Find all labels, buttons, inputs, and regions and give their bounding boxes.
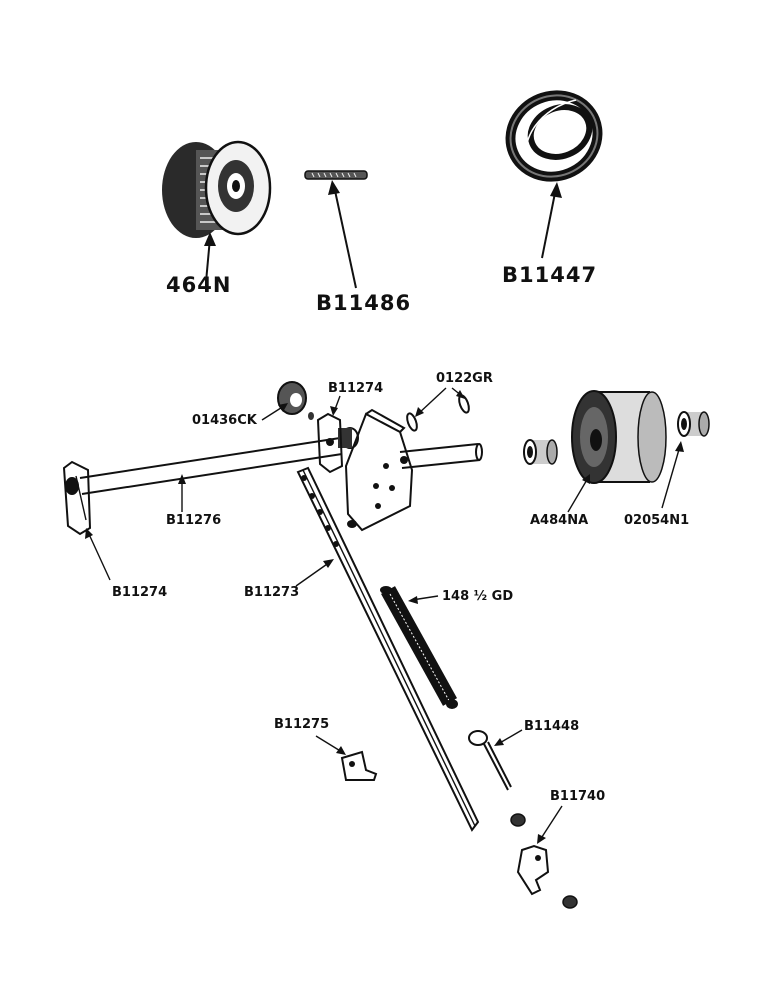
- label-pin: B11486: [316, 291, 411, 315]
- bracket-top-b11274: [316, 412, 344, 474]
- bracket-left-b11274: [62, 460, 92, 536]
- angle-bracket-arrowhead: [537, 834, 546, 844]
- pin-leader: [333, 185, 357, 289]
- label-arm: B11273: [244, 585, 299, 600]
- bracket-left-leader: [87, 531, 111, 581]
- label-bushing: 02054N1: [624, 513, 689, 528]
- label-collar: 01436CK: [192, 413, 258, 428]
- angle-bracket-b11740: [516, 844, 550, 896]
- clip-leader: [315, 735, 343, 753]
- belt-arrowhead: [550, 182, 562, 198]
- clip-arrowhead: [336, 746, 346, 755]
- pulley-464n: [162, 140, 272, 238]
- arm-arrowhead: [323, 559, 334, 568]
- cotter-arrowhead-1: [415, 407, 424, 417]
- label-eyebolt: B11448: [524, 719, 579, 734]
- angle-bracket-leader: [539, 805, 563, 841]
- spring-148gd: [380, 586, 458, 709]
- roller-leader: [567, 477, 589, 513]
- collar-01436ck: [277, 381, 314, 420]
- nut-upper: [510, 813, 526, 827]
- arm-leader: [295, 561, 331, 587]
- label-idler-roller: A484NA: [530, 513, 588, 528]
- nut-lower: [562, 895, 578, 909]
- clip-b11275: [340, 750, 378, 781]
- collar-arrowhead: [278, 403, 288, 412]
- label-shaft: B11276: [166, 513, 221, 528]
- cotter-pins-0122gr: [406, 394, 470, 432]
- bracket-top-arrowhead: [330, 406, 338, 416]
- label-cotter-pins: 0122GR: [436, 371, 493, 386]
- idler-roller-a484na: [571, 390, 667, 484]
- label-bracket-left: B11274: [112, 585, 167, 600]
- shaft-arrowhead: [178, 474, 186, 484]
- label-angle-bracket: B11740: [550, 789, 605, 804]
- collar-leader: [261, 405, 285, 421]
- label-bracket-top: B11274: [328, 381, 383, 396]
- pin-arrowhead: [328, 180, 340, 195]
- bushing-arrowhead: [675, 441, 684, 452]
- spacer-left: [523, 439, 558, 465]
- belt-leader: [541, 187, 557, 259]
- arm-b11273: [296, 466, 480, 832]
- label-spring: 148 ½ GD: [442, 589, 513, 604]
- label-belt: B11447: [502, 263, 597, 287]
- eyebolt-arrowhead: [494, 738, 504, 746]
- label-pulley: 464N: [166, 273, 231, 297]
- belt-b11447: [505, 90, 603, 182]
- roller-arrowhead: [582, 474, 590, 484]
- eyebolt-b11448: [468, 730, 512, 791]
- bracket-left-arrowhead: [85, 528, 93, 539]
- pin-b11486: [304, 170, 368, 180]
- mounting-plate: [344, 408, 414, 532]
- bushing-leader: [661, 445, 681, 509]
- shaft-b11276: [79, 427, 483, 495]
- label-clip: B11275: [274, 717, 329, 732]
- cotter-arrowhead-2: [456, 390, 465, 399]
- spring-arrowhead: [408, 596, 418, 604]
- cotter-leader-1: [417, 387, 447, 415]
- bushing-02054n1: [677, 411, 710, 437]
- pulley-arrowhead: [204, 232, 216, 246]
